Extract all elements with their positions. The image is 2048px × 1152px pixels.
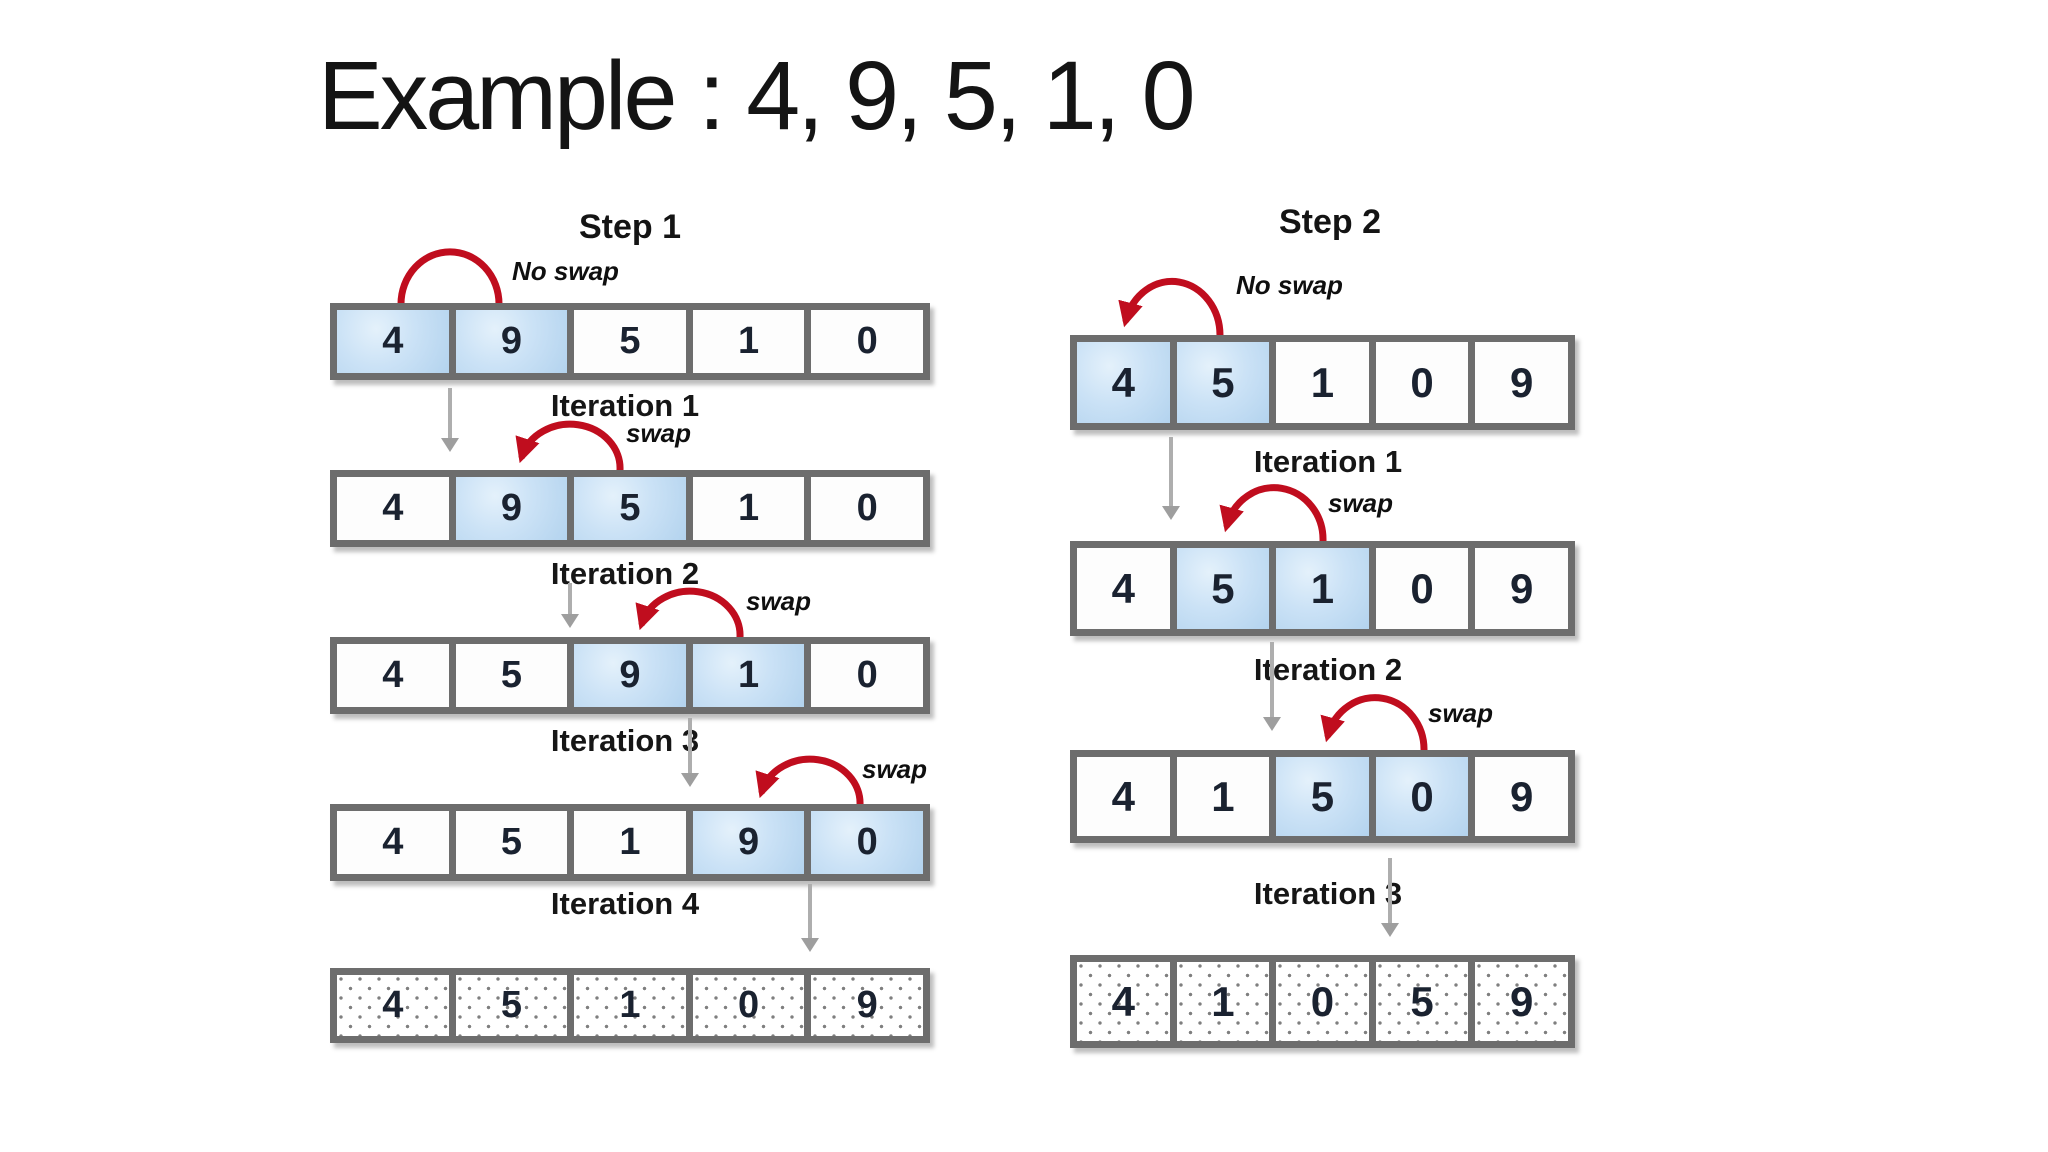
array-cell: 4 <box>1077 962 1177 1041</box>
array-cell: 1 <box>1276 342 1376 423</box>
array-cell: 9 <box>455 310 575 373</box>
array-cell: 9 <box>1475 757 1568 836</box>
array-cell: 5 <box>1375 962 1476 1041</box>
down-arrow-icon <box>1263 642 1281 731</box>
array-row: 4 1 5 0 9 <box>1070 750 1575 843</box>
array-cell: 5 <box>574 477 693 540</box>
iteration-label: Iteration 2 <box>550 556 700 591</box>
down-arrow-icon <box>441 388 459 452</box>
down-arrow-icon <box>681 718 699 787</box>
down-arrow-icon <box>801 884 819 952</box>
array-row: 4 9 5 1 0 <box>330 303 930 380</box>
array-cell: 0 <box>1375 342 1476 423</box>
no-swap-arc-icon <box>1118 277 1224 338</box>
iteration-label: Iteration 4 <box>550 886 700 921</box>
swap-arc-icon <box>1219 484 1327 543</box>
array-row-sorted: 4 5 1 0 9 <box>330 968 930 1043</box>
array-cell: 4 <box>337 811 456 874</box>
array-cell: 5 <box>455 975 575 1036</box>
swap-label: swap <box>626 418 692 448</box>
array-cell: 4 <box>1077 757 1177 836</box>
array-cell: 9 <box>1475 548 1568 629</box>
array-cell: 0 <box>811 477 923 540</box>
array-cell: 0 <box>692 975 812 1036</box>
swap-label: swap <box>1428 698 1494 728</box>
array-cell: 1 <box>1276 548 1376 629</box>
array-cell: 5 <box>455 644 575 707</box>
swap-label: swap <box>862 754 928 784</box>
down-arrow-icon <box>1381 858 1399 937</box>
no-swap-label: No swap <box>1236 270 1343 300</box>
swap-label: swap <box>746 586 812 616</box>
iteration-label: Iteration 1 <box>1253 444 1403 479</box>
array-row: 4 9 5 1 0 <box>330 470 930 547</box>
no-swap-arc-icon <box>397 248 503 306</box>
array-cell: 0 <box>1375 548 1476 629</box>
down-arrow-icon <box>561 583 579 628</box>
array-cell: 4 <box>337 477 456 540</box>
array-row: 4 5 1 9 0 <box>330 804 930 881</box>
array-cell: 1 <box>692 310 812 373</box>
array-cell: 9 <box>692 811 812 874</box>
swap-arc-icon <box>515 420 624 472</box>
array-row: 4 5 9 1 0 <box>330 637 930 714</box>
array-row: 4 5 1 0 9 <box>1070 335 1575 430</box>
step2-label: Step 2 <box>1278 203 1382 241</box>
array-cell: 9 <box>1475 962 1568 1041</box>
array-cell: 5 <box>1176 548 1277 629</box>
array-cell: 9 <box>455 477 575 540</box>
no-swap-label: No swap <box>512 256 619 286</box>
array-cell: 1 <box>574 811 693 874</box>
array-cell: 5 <box>1276 757 1376 836</box>
iteration-label: Iteration 1 <box>550 388 700 423</box>
array-cell: 5 <box>1176 342 1277 423</box>
array-cell: 0 <box>1276 962 1376 1041</box>
step1-label: Step 1 <box>578 208 682 246</box>
array-cell: 4 <box>337 975 456 1036</box>
array-cell: 0 <box>811 811 923 874</box>
array-cell: 1 <box>692 477 812 540</box>
array-cell: 4 <box>337 644 456 707</box>
iteration-label: Iteration 3 <box>550 723 700 758</box>
iteration-label: Iteration 3 <box>1253 876 1403 911</box>
swap-label: swap <box>1328 488 1394 518</box>
array-row-sorted: 4 1 0 5 9 <box>1070 955 1575 1048</box>
page-title: Example : 4, 9, 5, 1, 0 <box>318 41 1196 150</box>
array-cell: 4 <box>1077 548 1177 629</box>
array-cell: 1 <box>1176 757 1277 836</box>
down-arrow-icon <box>1162 437 1180 520</box>
array-cell: 5 <box>455 811 575 874</box>
swap-arc-icon <box>755 755 864 807</box>
array-cell: 1 <box>574 975 693 1036</box>
array-cell: 9 <box>811 975 923 1036</box>
swap-arc-icon <box>1320 694 1428 753</box>
array-row: 4 5 1 0 9 <box>1070 541 1575 636</box>
array-cell: 0 <box>1375 757 1476 836</box>
array-cell: 0 <box>811 310 923 373</box>
array-cell: 9 <box>1475 342 1568 423</box>
array-cell: 0 <box>811 644 923 707</box>
array-cell: 4 <box>337 310 456 373</box>
array-cell: 5 <box>574 310 693 373</box>
array-cell: 1 <box>692 644 812 707</box>
array-cell: 9 <box>574 644 693 707</box>
array-cell: 1 <box>1176 962 1277 1041</box>
array-cell: 4 <box>1077 342 1177 423</box>
iteration-label: Iteration 2 <box>1253 652 1403 687</box>
swap-arc-icon <box>635 587 744 639</box>
